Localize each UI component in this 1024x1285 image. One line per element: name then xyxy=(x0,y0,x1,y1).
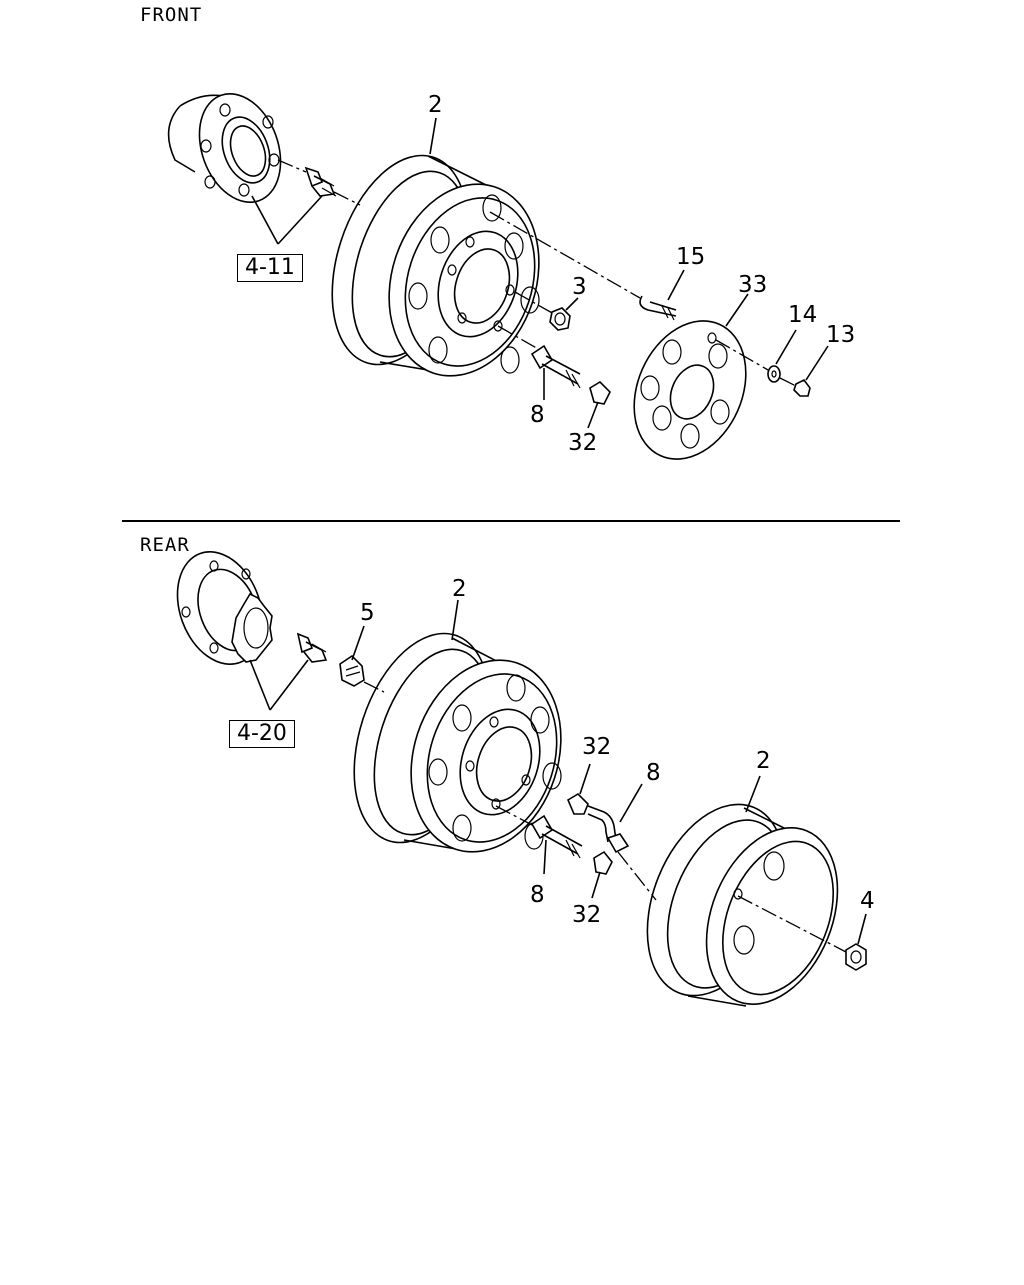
callout-rear-32-upper-leader xyxy=(579,763,591,795)
front-cover-plate xyxy=(633,320,747,460)
callout-rear-2-inner: 2 xyxy=(452,576,467,602)
callout-rear-32-leader xyxy=(591,871,601,899)
callout-rear-2-leader xyxy=(451,599,459,641)
front-plate-line xyxy=(715,339,769,371)
rear-valve-extension xyxy=(587,805,630,854)
callout-rear-8-upper-leader xyxy=(619,783,643,823)
front-washer-line xyxy=(779,377,797,387)
callout-4-leader xyxy=(857,913,867,945)
rear-nut-line xyxy=(737,895,847,953)
rear-valve-line xyxy=(495,805,535,827)
callout-rear-32: 32 xyxy=(572,902,602,928)
callout-14-leader xyxy=(775,329,797,365)
callout-front-14: 14 xyxy=(788,302,818,328)
rear-spacer-line xyxy=(363,681,385,693)
callout-32-leader xyxy=(587,401,599,429)
front-wheel xyxy=(331,154,540,377)
rear-outer-line xyxy=(617,851,657,901)
callout-13-leader xyxy=(805,345,829,381)
front-center-line-1 xyxy=(277,159,307,173)
rear-upper-cap xyxy=(566,792,589,815)
front-nut-line xyxy=(514,291,555,315)
front-ref-leader-2 xyxy=(277,195,323,245)
callout-front-3: 3 xyxy=(572,274,587,300)
front-valve-cap xyxy=(589,380,611,405)
callout-front-13: 13 xyxy=(826,322,856,348)
callout-front-15: 15 xyxy=(676,244,706,270)
rear-valve-cap xyxy=(593,850,613,875)
rear-outer-wheel xyxy=(646,803,839,1007)
front-ref-leader-1 xyxy=(251,195,279,245)
callout-rear-8-leader xyxy=(543,839,547,875)
callout-front-32: 32 xyxy=(568,430,598,456)
callout-front-8: 8 xyxy=(530,402,545,428)
callout-15-leader xyxy=(667,269,685,301)
callout-rear-32-upper: 32 xyxy=(582,734,612,760)
callout-rear-8: 8 xyxy=(530,882,545,908)
callout-5-leader xyxy=(351,625,365,661)
front-wheel-nut xyxy=(549,307,571,331)
rear-section-label: REAR xyxy=(140,534,190,556)
callout-rear-4: 4 xyxy=(860,888,875,914)
callout-front-33: 33 xyxy=(738,272,768,298)
callout-3-leader xyxy=(565,297,579,311)
callout-33-leader xyxy=(725,293,749,327)
front-stud xyxy=(639,295,677,321)
callout-front-2: 2 xyxy=(428,92,443,118)
front-stud-line xyxy=(489,211,641,299)
callout-rear-outer-2-leader xyxy=(745,775,761,813)
front-valve-stem xyxy=(530,344,581,389)
rear-ref-leader-2 xyxy=(269,659,309,711)
front-center-line-2 xyxy=(333,191,361,206)
callout-front-2-leader xyxy=(429,117,437,155)
callout-rear-8-upper: 8 xyxy=(646,760,661,786)
rear-valve-stem xyxy=(530,814,583,859)
callout-rear-5: 5 xyxy=(360,600,375,626)
rear-hub xyxy=(176,551,273,665)
rear-hub-bolt xyxy=(296,632,328,663)
rear-ref-leader-1 xyxy=(249,659,271,711)
rear-wheel-nut xyxy=(845,943,867,971)
front-washer xyxy=(767,365,781,383)
front-valve-line xyxy=(497,325,541,351)
front-hub xyxy=(167,92,282,204)
front-reference-box[interactable]: 4-11 xyxy=(237,254,303,282)
rear-spacer xyxy=(339,654,365,687)
rear-reference-box[interactable]: 4-20 xyxy=(229,720,295,748)
front-section-label: FRONT xyxy=(140,4,203,26)
front-small-nut xyxy=(793,378,811,397)
rear-inner-wheel xyxy=(353,632,562,853)
front-hub-bolt xyxy=(304,166,337,197)
callout-rear-2-outer: 2 xyxy=(756,748,771,774)
